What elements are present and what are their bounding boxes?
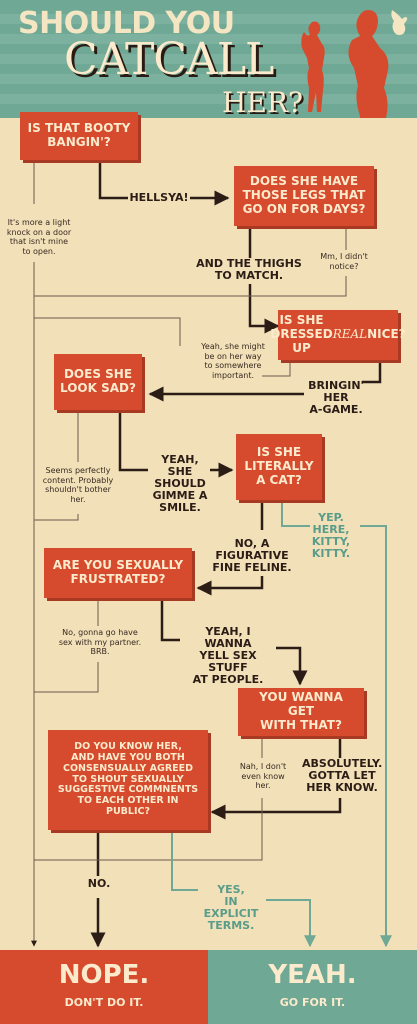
note-knock: It's more a light knock on a door that i…	[6, 218, 72, 256]
connector-q6-yell	[160, 598, 180, 642]
woman-silhouette-small-icon	[301, 21, 325, 112]
note-partner: No, gonna go have sex with my partner. B…	[58, 628, 142, 657]
header-stripe	[0, 74, 417, 84]
header-banner: SHOULD YOU CATCALL HER?	[0, 0, 417, 118]
note-dont-know: Nah, I don't even know her.	[239, 762, 287, 791]
title-line-2: CATCALL	[64, 34, 274, 85]
header-stripe	[0, 54, 417, 64]
question-cat-box: IS SHE LITERALLY A CAT?	[236, 434, 322, 500]
connector-kitty-yeah	[360, 525, 392, 948]
connector-important-left	[34, 317, 181, 346]
connector-q1-hellsya	[98, 160, 128, 200]
question-dressed-emphasis: REAL	[332, 327, 368, 342]
question-get-with-box: YOU WANNA GET WITH THAT?	[238, 688, 364, 736]
outcome-nope-panel: NOPE. DON'T DO IT.	[0, 950, 208, 1024]
question-dressed-text-start: IS SHE DRESSED UP	[270, 313, 333, 355]
question-dressed-text-end: NICE?	[367, 327, 406, 342]
answer-yell: YEAH, I WANNA YELL SEX STUFF AT PEOPLE.	[192, 625, 264, 687]
header-stripe	[0, 94, 417, 104]
answer-hellsya: HELLSYA!	[129, 191, 189, 204]
connector-feline-q6	[196, 576, 264, 596]
connector-absolutely-q8	[210, 798, 342, 820]
answer-kitty: YEP. HERE, KITTY, KITTY.	[311, 511, 351, 561]
header-stripe	[0, 34, 417, 44]
woman-silhouette-large-icon	[348, 10, 389, 118]
question-frustrated-box: ARE YOU SEXUALLY FRUSTRATED?	[44, 548, 192, 598]
answer-smile: YEAH, SHE SHOULD GIMME A SMILE.	[152, 453, 208, 515]
connector-q3-bringin	[362, 360, 382, 384]
header-stripe	[0, 14, 417, 24]
outcome-nope-subtitle: DON'T DO IT.	[64, 996, 144, 1009]
note-content: Seems perfectly content. Probably should…	[42, 466, 114, 504]
question-booty-box: IS THAT BOOTY BANGIN'?	[20, 112, 138, 160]
outcome-yeah-panel: YEAH. GO FOR IT.	[208, 950, 417, 1024]
connector-yell-q7	[276, 646, 308, 686]
title-line-1: SHOULD YOU	[18, 6, 235, 41]
connector-q4-smile	[118, 410, 148, 472]
outcome-yeah-subtitle: GO FOR IT.	[279, 996, 346, 1009]
outcome-nope-title: NOPE.	[58, 960, 150, 990]
question-legs-box: DOES SHE HAVE THOSE LEGS THAT GO ON FOR …	[234, 166, 374, 226]
question-sad-box: DOES SHE LOOK SAD?	[54, 354, 142, 410]
answer-feline: NO, A FIGURATIVE FINE FELINE.	[212, 537, 292, 575]
question-dressed-box: IS SHE DRESSED UP REAL NICE?	[270, 310, 406, 360]
note-important: Yeah, she might be on her way to somewhe…	[201, 342, 265, 380]
connector-q8-yes	[171, 830, 198, 891]
connector-partner-left	[34, 662, 99, 693]
note-notice: Mm, I didn't notice?	[320, 252, 368, 271]
answer-bringin: BRINGIN' HER A-GAME.	[308, 379, 364, 417]
answer-thighs: AND THE THIGHS TO MATCH.	[196, 257, 302, 283]
answer-absolutely: ABSOLUTELY. GOTTA LET HER KNOW.	[302, 757, 383, 795]
connector-content-left	[34, 514, 79, 521]
answer-no: NO.	[87, 877, 111, 890]
question-consent-box: DO YOU KNOW HER, AND HAVE YOU BOTH CONSE…	[48, 730, 208, 830]
title-line-3: HER?	[222, 86, 303, 118]
outcome-yeah-title: YEAH.	[268, 960, 357, 990]
answer-yes: YES, IN EXPLICIT TERMS.	[203, 883, 259, 933]
connector-yes-yeah	[266, 899, 316, 948]
bunny-logo-icon	[391, 10, 408, 36]
